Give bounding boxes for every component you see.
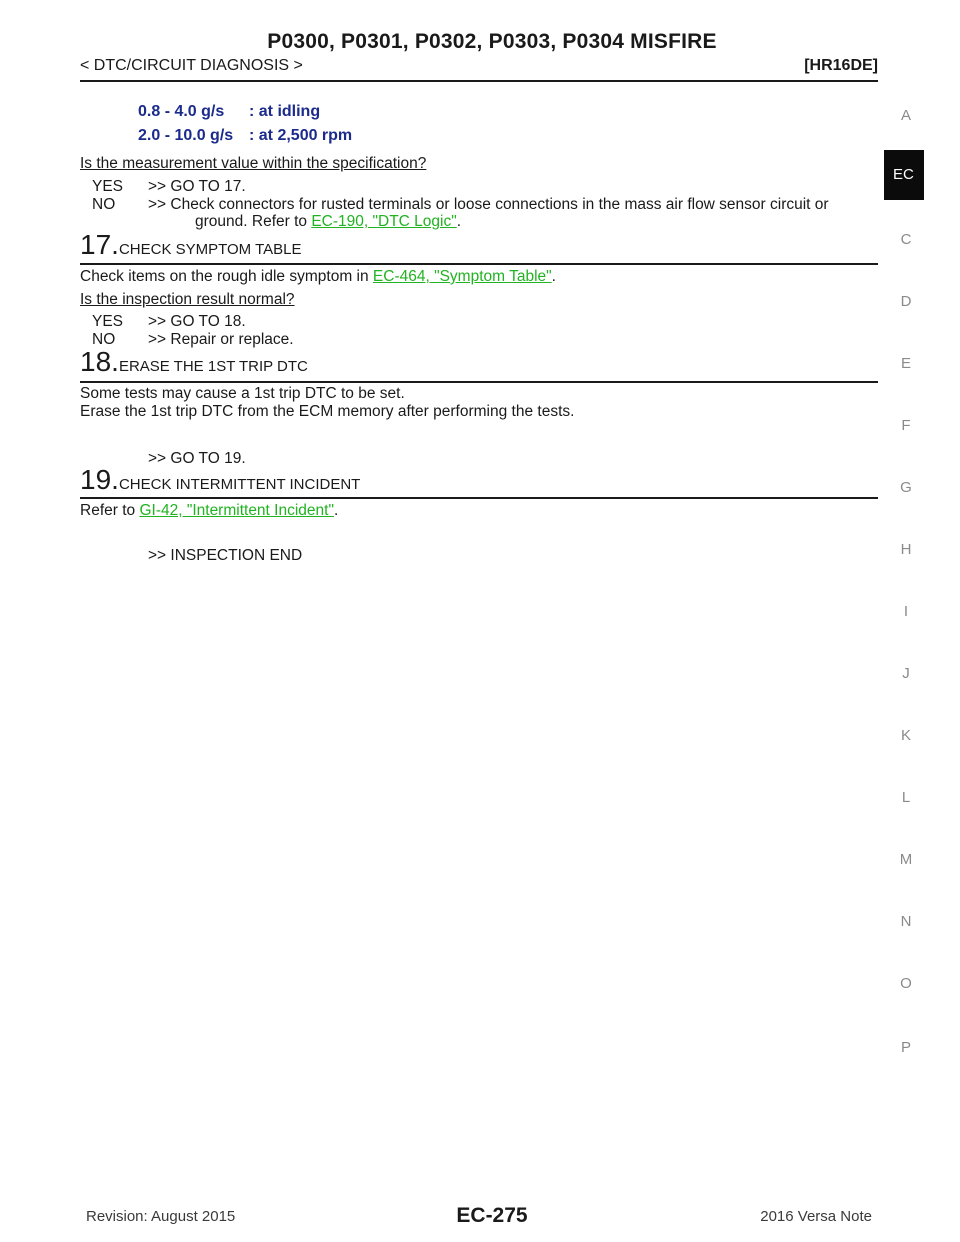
body-text: Check items on the rough idle symptom in	[80, 268, 373, 285]
link-symptom-table[interactable]: EC-464, "Symptom Table"	[372, 268, 552, 285]
section-tab-c[interactable]: C	[900, 231, 912, 248]
model-name: 2016 Versa Note	[760, 1208, 872, 1225]
body-text: .	[333, 502, 339, 519]
section-tab-d[interactable]: D	[900, 293, 912, 310]
step-divider	[80, 497, 878, 499]
section-tab-i[interactable]: I	[903, 603, 909, 620]
page-title: P0300, P0301, P0302, P0303, P0304 MISFIR…	[267, 30, 717, 53]
step-19-heading: 19.CHECK INTERMITTENT INCIDENT	[80, 464, 360, 496]
step-17-body: Check items on the rough idle symptom in…	[80, 268, 556, 286]
section-tab-m[interactable]: M	[899, 851, 913, 868]
section-tab-k[interactable]: K	[900, 727, 911, 744]
inspection-end: >> INSPECTION END	[148, 547, 303, 564]
step-number: 18.	[80, 346, 119, 377]
answer-key: NO	[92, 331, 116, 348]
answer-text: >> GO TO 17.	[148, 178, 246, 195]
spec-condition: : at 2,500 rpm	[249, 127, 353, 144]
page-number: EC-275	[456, 1204, 528, 1227]
breadcrumb: < DTC/CIRCUIT DIAGNOSIS >	[80, 57, 303, 74]
step-18-goto: >> GO TO 19.	[148, 450, 246, 467]
section-tab-l[interactable]: L	[901, 789, 911, 806]
body-text: .	[551, 268, 556, 285]
answer-text: .	[456, 213, 462, 230]
step-divider	[80, 381, 878, 383]
section-tab-o[interactable]: O	[900, 975, 912, 992]
step-number: 19.	[80, 464, 119, 495]
step-title: CHECK SYMPTOM TABLE	[118, 241, 302, 258]
step-title: ERASE THE 1ST TRIP DTC	[118, 358, 308, 375]
link-dtc-logic[interactable]: EC-190, "DTC Logic"	[311, 213, 457, 230]
answer-key: YES	[92, 178, 124, 195]
step-title: CHECK INTERMITTENT INCIDENT	[118, 476, 361, 493]
step-divider	[80, 263, 878, 265]
section-tab-n[interactable]: N	[900, 913, 912, 930]
section-tab-j[interactable]: J	[902, 665, 910, 682]
section-tab-g[interactable]: G	[900, 479, 912, 496]
answer-no-continued: ground. Refer to EC-190, "DTC Logic".	[195, 213, 901, 231]
step-17-heading: 17.CHECK SYMPTOM TABLE	[80, 229, 301, 261]
answer-text: >> Check connectors for rusted terminals…	[148, 196, 829, 213]
spec-value: 0.8 - 4.0 g/s	[138, 103, 225, 120]
answer-no: NO >> Check connectors for rusted termina…	[92, 196, 829, 214]
body-text: Refer to	[80, 502, 140, 519]
answer-text: ground. Refer to	[195, 213, 312, 230]
answer-yes: YES >> GO TO 17.	[92, 178, 246, 196]
section-tab-f[interactable]: F	[901, 417, 911, 434]
revision-date: Revision: August 2015	[86, 1208, 236, 1225]
section-tab-p[interactable]: P	[900, 1039, 911, 1056]
step-18-line-1: Some tests may cause a 1st trip DTC to b…	[80, 385, 405, 402]
section-tab-e[interactable]: E	[900, 355, 911, 372]
answer-key: NO	[92, 196, 116, 213]
answer-no: NO >> Repair or replace.	[92, 331, 294, 349]
link-intermittent-incident[interactable]: GI-42, "Intermittent Incident"	[139, 502, 334, 519]
section-tab-a[interactable]: A	[900, 107, 911, 124]
answer-key: YES	[92, 313, 124, 330]
engine-code: [HR16DE]	[804, 57, 878, 74]
answer-text: >> Repair or replace.	[148, 331, 294, 348]
answer-yes: YES >> GO TO 18.	[92, 313, 246, 331]
question-16: Is the measurement value within the spec…	[80, 155, 427, 172]
section-tab-h[interactable]: H	[900, 541, 912, 558]
question-17: Is the inspection result normal?	[80, 291, 295, 308]
spec-row: 2.0 - 10.0 g/s : at 2,500 rpm	[138, 127, 352, 145]
step-number: 17.	[80, 229, 119, 260]
step-19-body: Refer to GI-42, "Intermittent Incident".	[80, 502, 338, 520]
spec-row: 0.8 - 4.0 g/s : at idling	[138, 103, 320, 121]
spec-condition: : at idling	[249, 103, 321, 120]
step-18-heading: 18.ERASE THE 1ST TRIP DTC	[80, 346, 308, 378]
step-18-line-2: Erase the 1st trip DTC from the ECM memo…	[80, 403, 575, 420]
section-tab-ec-active[interactable]: EC	[884, 150, 924, 200]
spec-value: 2.0 - 10.0 g/s	[138, 127, 234, 144]
header-divider	[80, 80, 878, 82]
answer-text: >> GO TO 18.	[148, 313, 246, 330]
